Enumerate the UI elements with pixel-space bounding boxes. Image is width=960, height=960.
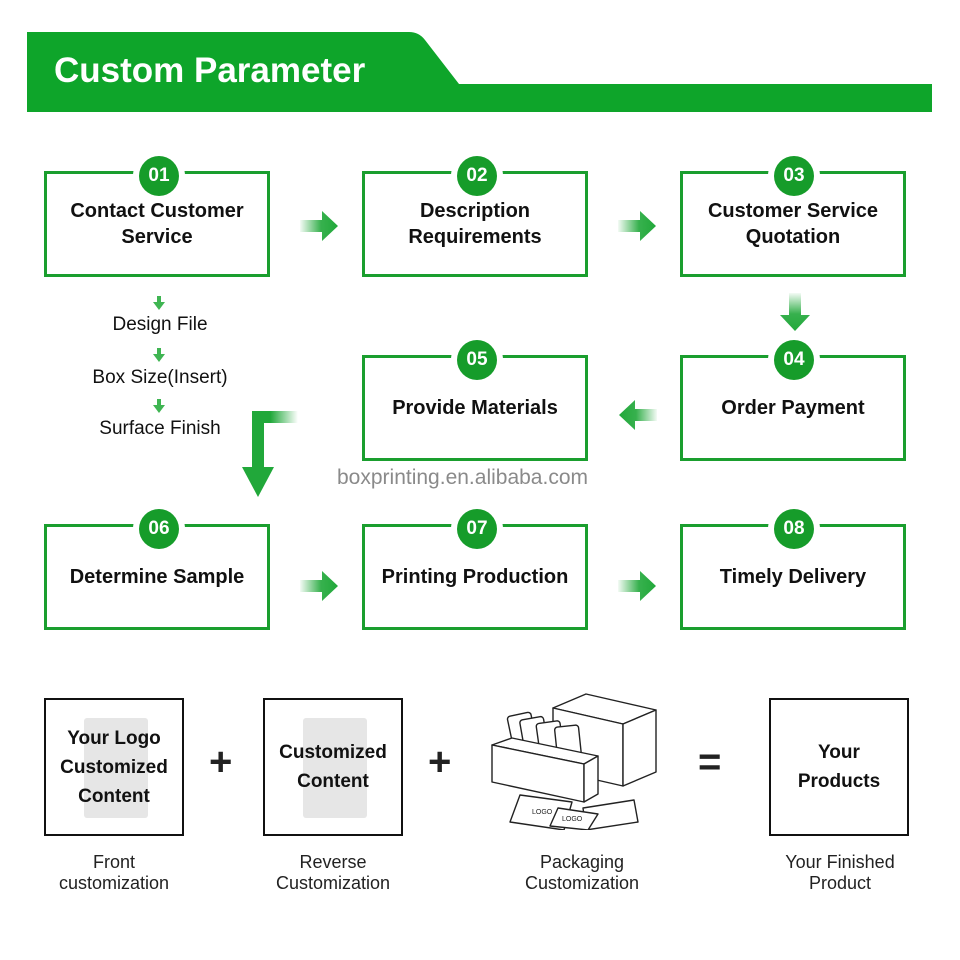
step-number-badge: 06: [139, 509, 179, 549]
sub-step-box-size: Box Size(Insert): [92, 367, 228, 388]
step-number-badge: 03: [774, 156, 814, 196]
card-placeholder: [303, 718, 367, 818]
step-number-badge: 04: [774, 340, 814, 380]
corner-arrow-down-icon: [242, 411, 298, 497]
step-label: Provide Materials: [392, 397, 558, 419]
arrow-right-icon: [300, 211, 338, 241]
caption-reverse: Reverse Customization: [243, 852, 423, 894]
step-number-badge: 07: [457, 509, 497, 549]
caption-line: Packaging: [539, 852, 625, 872]
small-arrow-down-icon: [153, 348, 165, 362]
arrow-right-icon: [618, 211, 656, 241]
arrow-right-icon: [300, 571, 338, 601]
small-arrow-down-icon: [153, 399, 165, 413]
small-arrow-down-icon: [153, 296, 165, 310]
page-title: Custom Parameter: [54, 51, 366, 90]
step-number-badge: 05: [457, 340, 497, 380]
card-finished-product: Your Products: [769, 698, 909, 836]
sub-step-surface-finish: Surface Finish: [99, 418, 221, 439]
caption-finished: Your Finished Product: [750, 852, 930, 894]
step-label: Order Payment: [721, 397, 865, 419]
header-banner: [27, 32, 932, 112]
card-text-line: Content: [78, 785, 150, 807]
caption-packaging: Packaging Customization: [492, 852, 672, 894]
plus-operator: +: [428, 740, 452, 784]
step-label: Timely Delivery: [719, 566, 867, 588]
card-text-line: Customized: [279, 742, 387, 763]
card-reverse-customization: Customized Content: [263, 698, 403, 836]
plus-operator: +: [209, 740, 233, 784]
caption-line: Product: [808, 873, 872, 893]
step-customer-service-quotation: Customer Service Quotation: [680, 171, 906, 277]
step-label: Determine Sample: [69, 566, 245, 588]
caption-line: Customization: [524, 873, 640, 893]
step-number-badge: 08: [774, 509, 814, 549]
card-front-customization: Your Logo Customized Content: [44, 698, 184, 836]
card-text: Your Products: [798, 738, 880, 796]
arrow-down-icon: [780, 293, 810, 331]
step-label: Printing Production: [381, 566, 569, 588]
watermark-text: boxprinting.en.alibaba.com: [337, 466, 588, 489]
step-label: Customer Service Quotation: [707, 200, 879, 248]
arrow-right-icon: [618, 571, 656, 601]
svg-text:LOGO: LOGO: [562, 816, 583, 823]
svg-text:LOGO: LOGO: [532, 809, 553, 816]
step-label: Description Requirements: [408, 200, 542, 248]
caption-line: Customization: [275, 873, 391, 893]
packaging-box-illustration: LOGO LOGO: [491, 693, 657, 830]
card-text-line: Customized: [60, 756, 168, 778]
card-text: Your Logo Customized Content: [60, 724, 168, 811]
card-text-line: Products: [797, 771, 881, 792]
card-text-line: Your: [818, 742, 860, 763]
card-text-line: Your Logo: [67, 727, 161, 749]
sub-step-design-file: Design File: [112, 314, 208, 335]
caption-line: Front: [92, 852, 135, 872]
caption-line: Your Finished: [785, 852, 895, 872]
caption-front: Front customization: [24, 852, 204, 894]
card-placeholder: [84, 718, 148, 818]
caption-line: Reverse: [299, 852, 367, 872]
step-label: Contact Customer Service: [70, 200, 244, 248]
caption-line: customization: [58, 873, 170, 893]
arrow-left-icon: [619, 400, 657, 430]
equals-operator: =: [698, 740, 722, 784]
step-number-badge: 01: [139, 156, 179, 196]
step-number-badge: 02: [457, 156, 497, 196]
card-text: Customized Content: [279, 738, 387, 796]
card-text-line: Content: [297, 771, 369, 792]
